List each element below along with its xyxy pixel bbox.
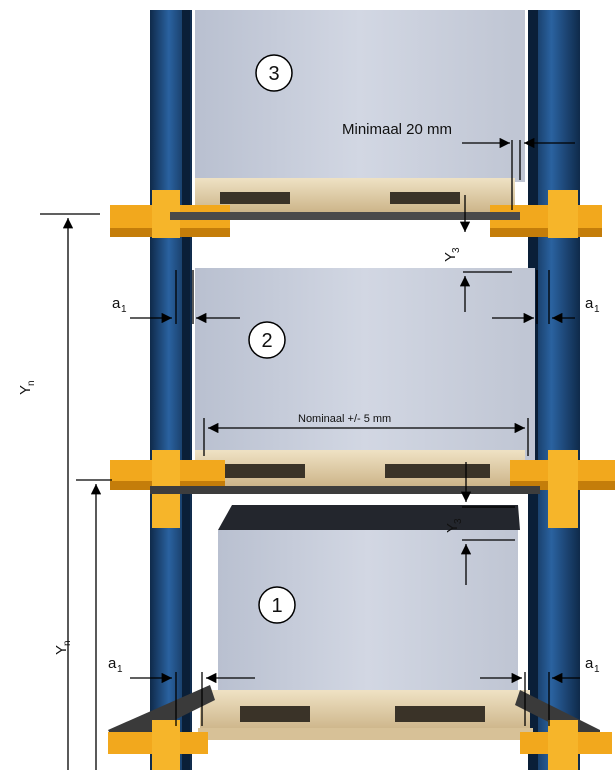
svg-text:1: 1 bbox=[121, 304, 127, 315]
yn-label-outer: Y n bbox=[17, 380, 37, 395]
svg-text:Y: Y bbox=[17, 385, 34, 395]
load-2 bbox=[195, 268, 535, 486]
svg-text:1: 1 bbox=[117, 664, 123, 675]
dimension-lines bbox=[40, 137, 580, 770]
load-number-3: 3 bbox=[255, 54, 293, 92]
svg-text:3: 3 bbox=[268, 63, 279, 85]
svg-text:1: 1 bbox=[594, 664, 600, 675]
minimaal-label: Minimaal 20 mm bbox=[342, 121, 452, 138]
load-1 bbox=[198, 505, 533, 740]
load-3 bbox=[195, 10, 525, 212]
left-upright bbox=[150, 10, 192, 770]
a1-label-bottom-right: a 1 bbox=[585, 655, 600, 675]
beam-level-bottom bbox=[108, 685, 612, 770]
y3-label-top: Y 3 bbox=[442, 247, 462, 262]
svg-text:3: 3 bbox=[451, 247, 462, 253]
svg-text:a: a bbox=[108, 655, 117, 672]
svg-text:a: a bbox=[585, 655, 594, 672]
svg-text:Y: Y bbox=[444, 523, 461, 533]
beam-level-top bbox=[110, 190, 602, 238]
svg-text:1: 1 bbox=[594, 304, 600, 315]
a1-label-bottom-left: a 1 bbox=[108, 655, 123, 675]
yn-label-inner: Y n bbox=[53, 640, 73, 655]
load-number-1: 1 bbox=[258, 586, 296, 624]
nominaal-label: Nominaal +/- 5 mm bbox=[298, 413, 391, 425]
svg-text:3: 3 bbox=[453, 518, 464, 524]
svg-text:1: 1 bbox=[271, 595, 282, 617]
a1-label-middle-left: a 1 bbox=[112, 295, 127, 315]
y3-label-middle: Y 3 bbox=[444, 518, 464, 533]
beam-level-middle bbox=[110, 450, 615, 528]
svg-text:2: 2 bbox=[261, 330, 272, 352]
svg-text:n: n bbox=[26, 380, 37, 386]
a1-label-middle-right: a 1 bbox=[585, 295, 600, 315]
svg-text:Y: Y bbox=[442, 252, 459, 262]
right-upright bbox=[528, 10, 580, 770]
svg-text:a: a bbox=[585, 295, 594, 312]
load-number-2: 2 bbox=[248, 321, 286, 359]
svg-text:a: a bbox=[112, 295, 121, 312]
svg-text:Y: Y bbox=[53, 645, 70, 655]
svg-text:n: n bbox=[62, 640, 73, 646]
